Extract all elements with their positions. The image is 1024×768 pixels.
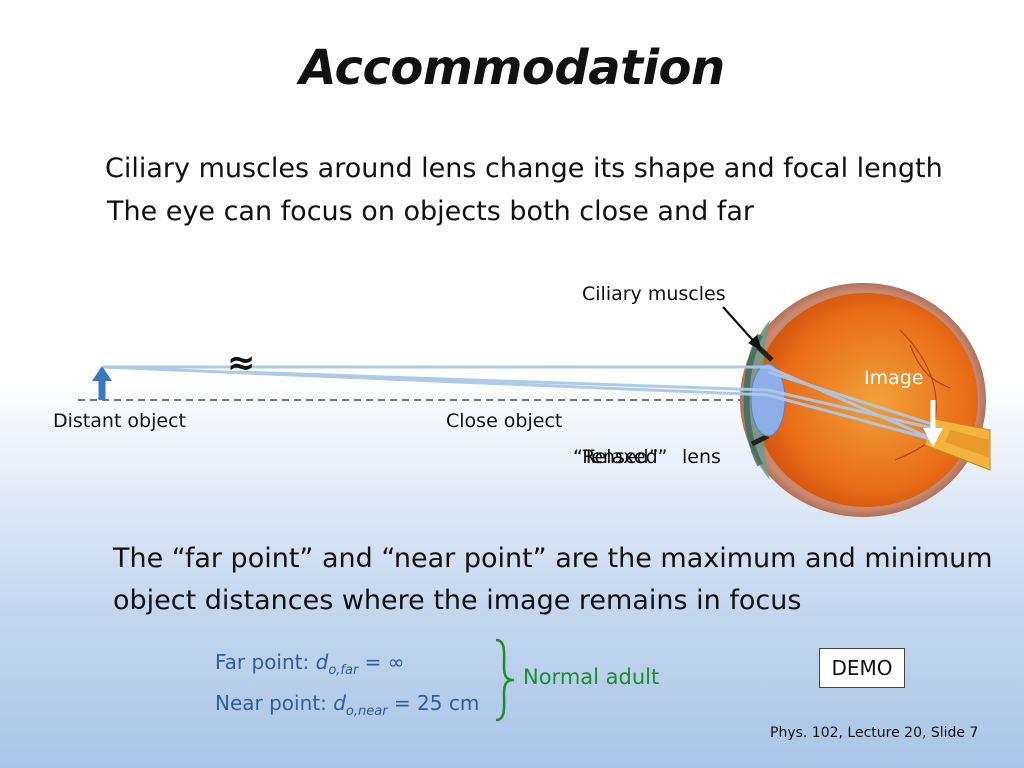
near-point-subscript: o,near <box>345 704 388 719</box>
curly-brace <box>495 638 515 722</box>
far-point-label: Far point: <box>215 650 310 674</box>
lens-label-relaxed: “Relaxed” <box>573 446 668 468</box>
bullet-ciliary-muscles: Ciliary muscles around lens change its s… <box>105 153 943 184</box>
close-object-label: Close object <box>446 410 563 432</box>
light-rays <box>102 365 941 442</box>
normal-adult-label: Normal adult <box>523 665 660 689</box>
eye-illustration <box>740 283 991 517</box>
near-point-value: = 25 cm <box>393 691 480 715</box>
ciliary-pointer-arrow <box>722 306 762 351</box>
far-point-variable: d <box>315 650 329 674</box>
far-near-point-description: The “far point” and “near point” are the… <box>113 543 993 616</box>
distant-object-label: Distant object <box>53 410 186 432</box>
approximately-equal-symbol: ≈ <box>227 343 256 383</box>
eye-accommodation-diagram <box>78 283 991 517</box>
lens-word-label: lens <box>682 446 721 468</box>
near-point-variable: d <box>333 691 346 715</box>
far-point-subscript: o,far <box>328 663 359 678</box>
demo-button[interactable]: DEMO <box>819 648 905 688</box>
near-point-equation: Near point: do,near = 25 cm <box>215 691 479 719</box>
distant-object-arrow <box>92 366 112 400</box>
lens-label-tensed: “Tensed” <box>573 446 659 468</box>
image-arrow <box>923 400 943 447</box>
image-label: Image <box>864 367 924 389</box>
far-point-value: = ∞ <box>364 650 405 674</box>
slide-title: Accommodation <box>299 40 725 96</box>
slide-footer: Phys. 102, Lecture 20, Slide 7 <box>770 725 979 741</box>
far-point-equation: Far point: do,far = ∞ <box>215 650 404 678</box>
ciliary-muscles-label: Ciliary muscles <box>582 283 726 305</box>
bullet-focus-close-far: The eye can focus on objects both close … <box>107 196 754 227</box>
near-point-label: Near point: <box>215 691 327 715</box>
